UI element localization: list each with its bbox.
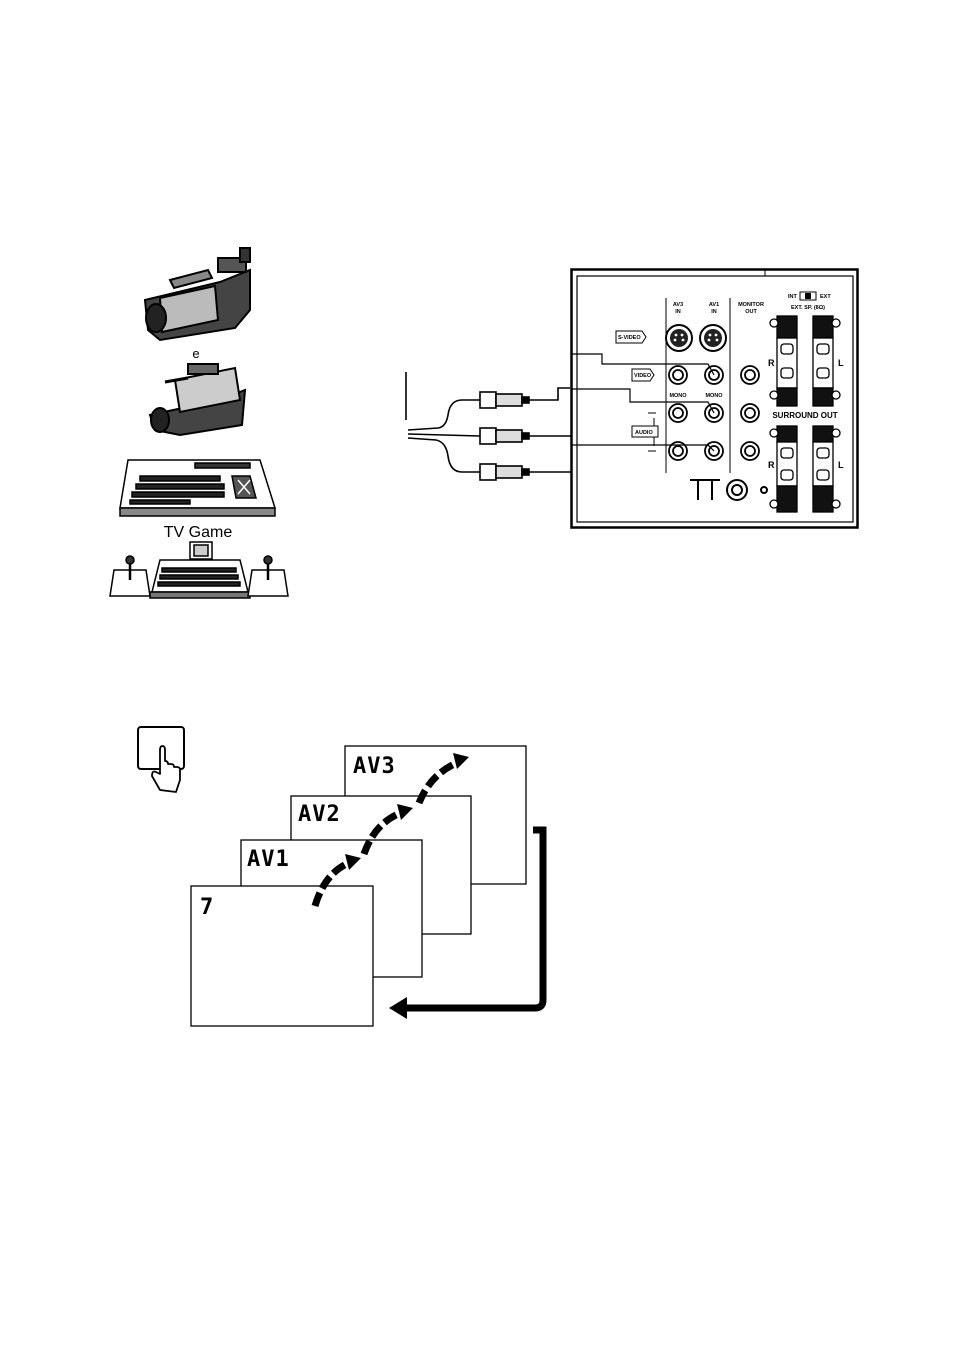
monitor-out-label: MONITOR — [738, 302, 764, 308]
or-label: e — [192, 346, 199, 361]
int-label: INT — [788, 294, 798, 300]
screen-channel — [191, 886, 373, 1026]
video-tag: VIDEO — [632, 369, 654, 381]
audio-r-jack-monitor-out[interactable] — [741, 442, 759, 460]
svg-text:IN: IN — [675, 309, 681, 315]
channel-cycle-diagram: AV3 AV2 AV1 7 — [185, 740, 560, 1035]
rca-plug-icon — [480, 392, 529, 408]
audio-l-jack-av3[interactable] — [669, 404, 687, 422]
screen-av2-label: AV2 — [298, 802, 341, 827]
av3-in-label: AV3 — [673, 302, 683, 308]
video-jack-monitor-out[interactable] — [741, 366, 759, 384]
camcorder-icon — [150, 364, 245, 435]
audio-l-jack-monitor-out[interactable] — [741, 404, 759, 422]
rca-plug-icon — [480, 464, 529, 480]
video-jack-av3[interactable] — [669, 366, 687, 384]
svg-text:L: L — [838, 358, 844, 368]
computer-keyboard-icon — [120, 460, 275, 516]
camcorder-icon — [145, 248, 250, 340]
ext-label: EXT — [820, 294, 831, 300]
s-video-tag: S-VIDEO — [616, 331, 646, 343]
screen-channel-label: 7 — [200, 895, 214, 920]
svg-text:OUT: OUT — [745, 309, 757, 315]
svg-text:VIDEO: VIDEO — [634, 373, 652, 379]
svg-text:S-VIDEO: S-VIDEO — [618, 335, 641, 341]
svg-text:L: L — [838, 460, 844, 470]
ext-sp-label: EXT. SP. (8Ω) — [791, 305, 825, 311]
screen-av3-label: AV3 — [353, 754, 396, 779]
av1-in-label: AV1 — [709, 302, 719, 308]
rca-plug-icon — [480, 428, 529, 444]
s-video-jack-av3[interactable] — [666, 325, 692, 351]
s-video-jack-av1[interactable] — [700, 325, 726, 351]
mono-label: MONO — [669, 393, 687, 399]
game-console-icon — [110, 542, 288, 598]
tv-game-label: TV Game — [164, 524, 233, 541]
surround-out-label: SURROUND OUT — [772, 411, 837, 420]
svg-text:AUDIO: AUDIO — [635, 430, 653, 436]
screen-av1-label: AV1 — [247, 847, 290, 872]
source-devices: e TV Game — [100, 240, 300, 610]
tv-rear-panel: AV3 IN AV1 IN MONITOR OUT INT EXT EXT. S… — [570, 268, 860, 530]
svg-text:R: R — [768, 358, 775, 368]
svg-text:IN: IN — [711, 309, 717, 315]
svg-text:R: R — [768, 460, 775, 470]
mono-label: MONO — [705, 393, 723, 399]
